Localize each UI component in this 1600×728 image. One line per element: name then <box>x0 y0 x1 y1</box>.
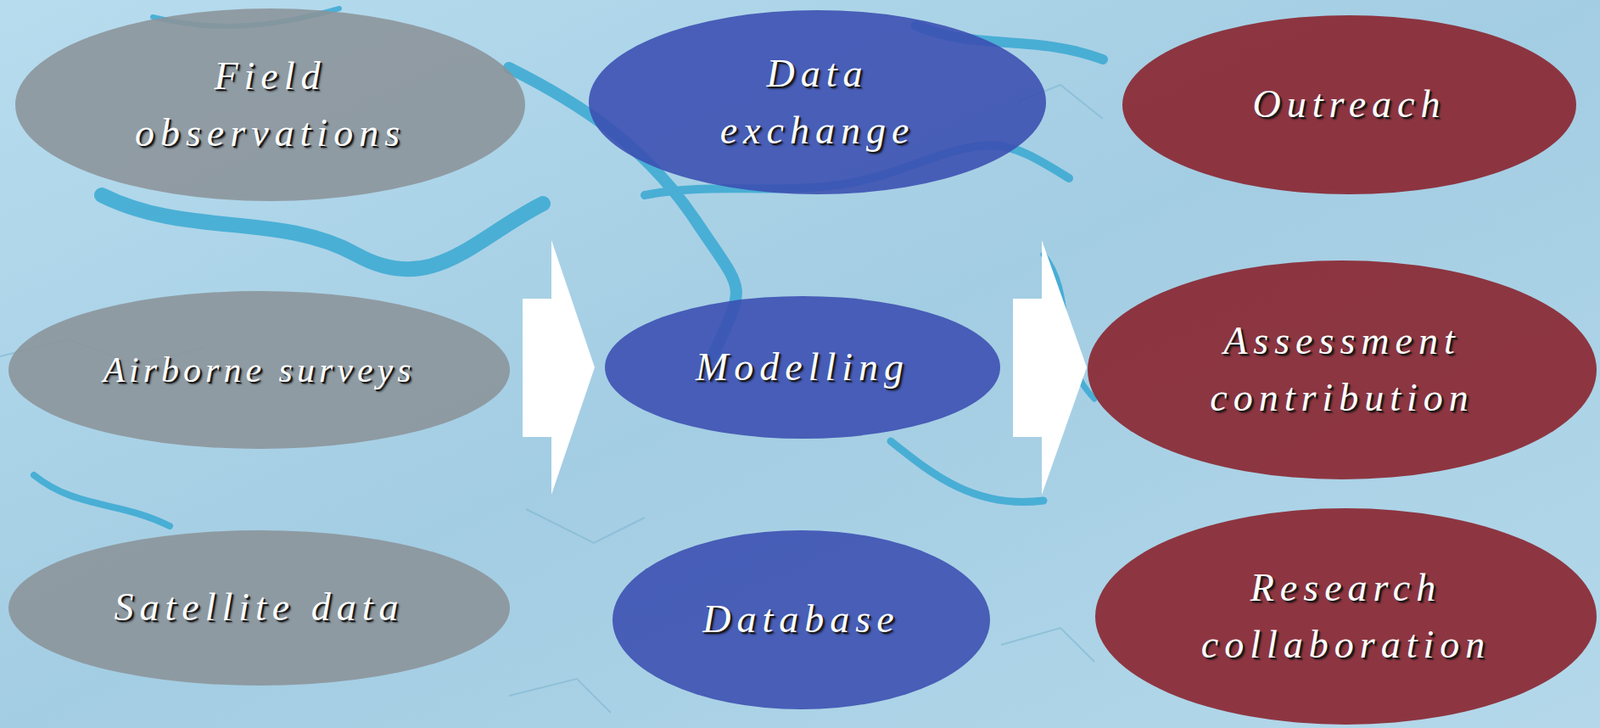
flow-arrow <box>1012 240 1087 495</box>
ellipse-node: Data exchange <box>588 10 1047 195</box>
ellipse-node: Field observations <box>15 8 526 202</box>
node-label: Database <box>702 591 900 649</box>
ellipse-shape <box>1095 508 1597 725</box>
flow-arrow <box>522 240 595 495</box>
ellipse-node: Airborne surveys <box>8 290 510 449</box>
ellipse-shape <box>1087 260 1597 480</box>
node-label: Assessment contribution <box>1155 313 1529 426</box>
ellipse-node: Database <box>612 530 991 710</box>
ellipse-shape <box>15 8 526 202</box>
node-label: Satellite data <box>113 579 404 637</box>
ellipse-node: Satellite data <box>8 530 510 686</box>
ellipse-node: Research collaboration <box>1095 508 1597 725</box>
ellipse-node: Assessment contribution <box>1087 260 1597 480</box>
ellipse-shape <box>588 10 1047 195</box>
node-label: Research collaboration <box>1163 559 1529 673</box>
node-label: Airborne surveys <box>102 346 415 394</box>
ellipse-node: Outreach <box>1122 15 1577 195</box>
node-label: Data exchange <box>673 45 963 159</box>
node-label: Modelling <box>695 339 910 397</box>
node-label: Field observations <box>88 48 454 162</box>
node-label: Outreach <box>1252 76 1446 134</box>
ellipse-node: Modelling <box>604 296 1001 439</box>
